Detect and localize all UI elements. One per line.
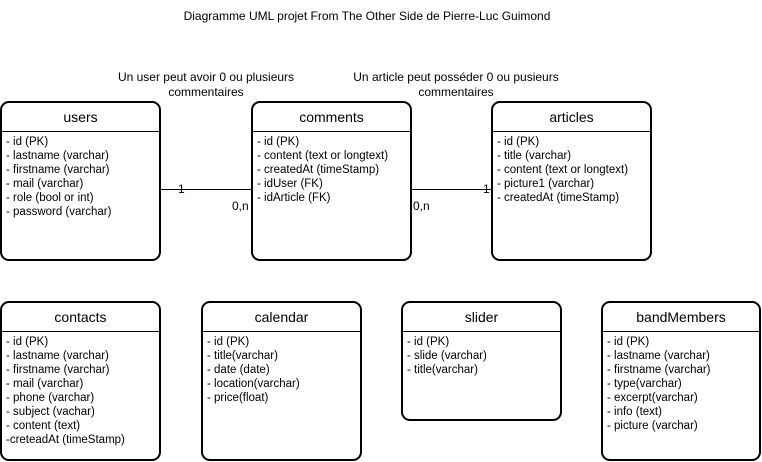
field: - createdAt (timeStamp) [497, 192, 620, 204]
entity-users: users - id (PK) - lastname (varchar) - f… [0, 101, 161, 261]
field: - location(varchar) [207, 378, 300, 390]
field: - idArticle (FK) [257, 192, 331, 204]
field: - phone (varchar) [6, 392, 95, 404]
entity-contacts-name: contacts [2, 303, 159, 332]
field: - price(float) [207, 392, 269, 404]
multiplicity-comments-right: 0,n [413, 199, 430, 213]
field: - title (varchar) [497, 150, 572, 162]
entity-slider: slider - id (PK) - slide (varchar) - tit… [401, 301, 562, 421]
field: - firstname (varchar) [6, 164, 110, 176]
entity-articles: articles - id (PK) - title (varchar) - c… [491, 101, 652, 261]
field: - id (PK) [607, 336, 650, 348]
field: - info (text) [607, 406, 662, 418]
entity-users-fields: - id (PK) - lastname (varchar) - firstna… [2, 132, 159, 219]
entity-comments-fields: - id (PK) - content (text or longtext) -… [253, 132, 410, 205]
entity-bandmembers-name: bandMembers [603, 303, 759, 332]
field: - firstname (varchar) [6, 364, 110, 376]
field: - excerpt(varchar) [607, 392, 698, 404]
entity-slider-name: slider [403, 303, 560, 332]
field: - lastname (varchar) [607, 350, 710, 362]
field: - id (PK) [6, 336, 49, 348]
field: - createdAt (timeStamp) [257, 164, 380, 176]
field: - picture1 (varchar) [497, 178, 595, 190]
field: - id (PK) [407, 336, 450, 348]
field: - mail (varchar) [6, 178, 84, 190]
field: - title(varchar) [407, 364, 478, 376]
field: - lastname (varchar) [6, 350, 109, 362]
field: - content (text) [6, 420, 81, 432]
field: - subject (vachar) [6, 406, 95, 418]
multiplicity-articles: 1 [483, 182, 490, 196]
entity-articles-name: articles [493, 103, 650, 132]
field: - id (PK) [497, 136, 540, 148]
field: - password (varchar) [6, 206, 112, 218]
multiplicity-comments-left: 0,n [232, 199, 249, 213]
field: - title(varchar) [207, 350, 278, 362]
entity-bandmembers-fields: - id (PK) - lastname (varchar) - firstna… [603, 332, 759, 433]
entity-comments: comments - id (PK) - content (text or lo… [251, 101, 412, 261]
entity-articles-fields: - id (PK) - title (varchar) - content (t… [493, 132, 650, 205]
field: -creteadAt (timeStamp) [6, 434, 125, 446]
relation-users-comments [161, 189, 251, 190]
field: - id (PK) [257, 136, 300, 148]
note-users-comments: Un user peut avoir 0 ou plusieurs commen… [117, 70, 295, 99]
field: - mail (varchar) [6, 378, 84, 390]
field: - picture (varchar) [607, 420, 698, 432]
entity-calendar: calendar - id (PK) - title(varchar) - da… [201, 301, 362, 461]
field: - role (bool or int) [6, 192, 94, 204]
field: - idUser (FK) [257, 178, 323, 190]
note-articles-comments: Un article peut posséder 0 ou pusieurs c… [353, 70, 559, 99]
field: - firstname (varchar) [607, 364, 711, 376]
field: - lastname (varchar) [6, 150, 109, 162]
entity-contacts: contacts - id (PK) - lastname (varchar) … [0, 301, 161, 461]
entity-contacts-fields: - id (PK) - lastname (varchar) - firstna… [2, 332, 159, 447]
field: - date (date) [207, 364, 270, 376]
field: - type(varchar) [607, 378, 682, 390]
field: - slide (varchar) [407, 350, 487, 362]
relation-comments-articles [411, 189, 491, 190]
entity-comments-name: comments [253, 103, 410, 132]
multiplicity-users: 1 [178, 182, 185, 196]
entity-bandmembers: bandMembers - id (PK) - lastname (varcha… [601, 301, 761, 461]
entity-users-name: users [2, 103, 159, 132]
entity-calendar-name: calendar [203, 303, 360, 332]
entity-calendar-fields: - id (PK) - title(varchar) - date (date)… [203, 332, 360, 405]
field: - content (text or longtext) [257, 150, 389, 162]
field: - content (text or longtext) [497, 164, 629, 176]
entity-slider-fields: - id (PK) - slide (varchar) - title(varc… [403, 332, 560, 377]
diagram-title: Diagramme UML projet From The Other Side… [183, 9, 551, 23]
field: - id (PK) [6, 136, 49, 148]
field: - id (PK) [207, 336, 250, 348]
